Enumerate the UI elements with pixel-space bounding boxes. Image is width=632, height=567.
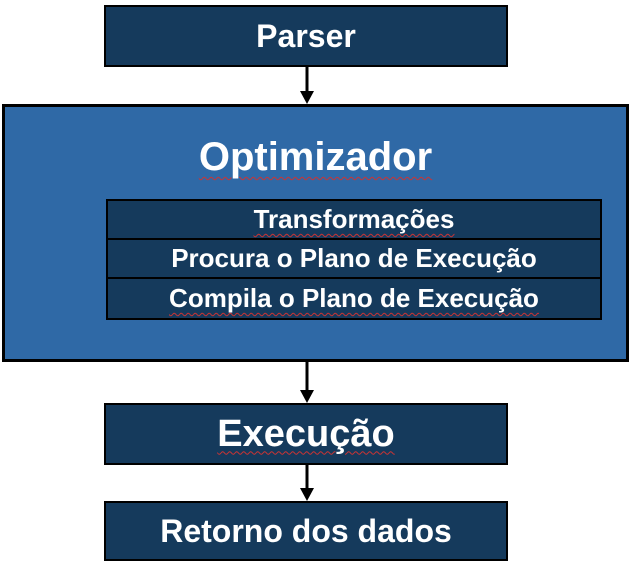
return-data-box: Retorno dos dados <box>104 501 508 561</box>
optimizer-box: Optimizador Transformações Procura o Pla… <box>2 104 629 362</box>
optimizer-title: Optimizador <box>198 135 433 179</box>
step-transformations: Transformações <box>108 201 600 240</box>
step-label: Transformações <box>253 204 455 234</box>
execution-box: Execução <box>104 403 508 465</box>
step-compile-plan: Compila o Plano de Execução <box>108 279 600 318</box>
step-search-plan: Procura o Plano de Execução <box>108 240 600 279</box>
return-data-label: Retorno dos dados <box>160 512 452 549</box>
arrow-parser-to-optimizer <box>300 67 314 104</box>
step-label: Compila o Plano de Execução <box>169 283 539 313</box>
arrow-execution-to-return <box>300 465 314 501</box>
optimizer-steps: Transformações Procura o Plano de Execuç… <box>106 199 602 320</box>
execution-label: Execução <box>217 412 395 455</box>
step-label: Procura o Plano de Execução <box>171 243 537 273</box>
arrow-optimizer-to-execution <box>300 362 314 403</box>
parser-label: Parser <box>256 17 356 54</box>
parser-box: Parser <box>104 5 508 67</box>
